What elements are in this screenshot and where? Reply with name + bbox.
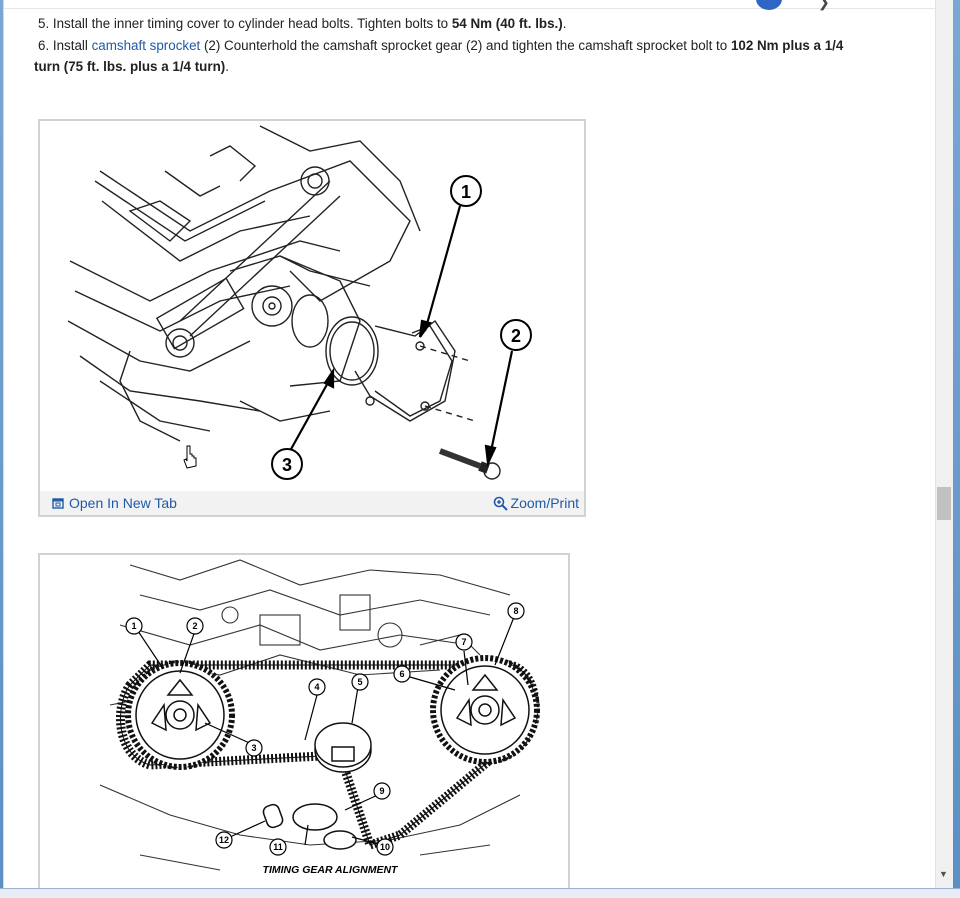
magnifier-plus-icon bbox=[493, 496, 508, 511]
vertical-scrollbar[interactable]: ▼ bbox=[935, 0, 953, 888]
window-bottom-edge bbox=[0, 888, 960, 898]
scroll-down-icon[interactable]: ▼ bbox=[939, 869, 948, 879]
step-6-continued: turn (75 ft. lbs. plus a 1/4 turn). bbox=[34, 59, 229, 74]
callout-2 bbox=[500, 319, 532, 351]
callout-6-label: 6 bbox=[399, 669, 404, 679]
callout-1 bbox=[450, 175, 482, 207]
open-in-new-tab-button[interactable]: Open In New Tab bbox=[52, 495, 177, 511]
page-content: ❯ 5. Install the inner timing cover to c… bbox=[3, 0, 936, 888]
callout-3-label: 3 bbox=[251, 743, 256, 753]
callout-12-label: 12 bbox=[219, 835, 229, 845]
figure-footer: Open In New Tab Zoom/Print bbox=[40, 491, 584, 515]
figure-caption: TIMING GEAR ALIGNMENT bbox=[263, 864, 400, 876]
scrollbar-thumb[interactable] bbox=[937, 487, 951, 520]
chevron-icon[interactable]: ❯ bbox=[818, 0, 830, 10]
callout-2-label: 2 bbox=[511, 326, 521, 346]
timing-gear-alignment-figure[interactable]: 1 2 3 4 5 6 7 8 9 10 11 12 TIMING GEAR A… bbox=[38, 553, 570, 888]
step-6: 6. Install camshaft sprocket (2) Counter… bbox=[38, 37, 844, 53]
step-5: 5. Install the inner timing cover to cyl… bbox=[38, 16, 567, 31]
callout-7-label: 7 bbox=[461, 637, 466, 647]
callout-3 bbox=[271, 448, 303, 480]
open-new-tab-icon bbox=[52, 498, 64, 509]
callout-9-label: 9 bbox=[379, 786, 384, 796]
callout-4-label: 4 bbox=[314, 682, 319, 692]
callout-1-label: 1 bbox=[131, 621, 136, 631]
user-avatar-icon[interactable] bbox=[756, 0, 782, 10]
callout-8-label: 8 bbox=[513, 606, 518, 616]
timing-gear-alignment-diagram: 1 2 3 4 5 6 7 8 9 10 11 12 TIMING GEAR A… bbox=[99, 559, 540, 876]
hand-cursor-icon bbox=[183, 445, 197, 469]
callout-1-label: 1 bbox=[461, 182, 471, 202]
callout-3-label: 3 bbox=[282, 455, 292, 475]
zoom-print-button[interactable]: Zoom/Print bbox=[493, 495, 579, 511]
camshaft-sprocket-link[interactable]: camshaft sprocket bbox=[91, 37, 201, 53]
page-top-bar bbox=[4, 0, 935, 9]
procedure-steps: 5. Install the inner timing cover to cyl… bbox=[34, 13, 918, 78]
callout-2-label: 2 bbox=[192, 621, 197, 631]
callout-5-label: 5 bbox=[357, 677, 362, 687]
callout-11-label: 11 bbox=[273, 842, 283, 852]
inner-timing-cover-diagram: 1 2 3 bbox=[67, 125, 532, 480]
callout-10-label: 10 bbox=[380, 842, 390, 852]
inner-timing-cover-figure[interactable]: 1 2 3 Open In New Tab bbox=[38, 119, 586, 517]
